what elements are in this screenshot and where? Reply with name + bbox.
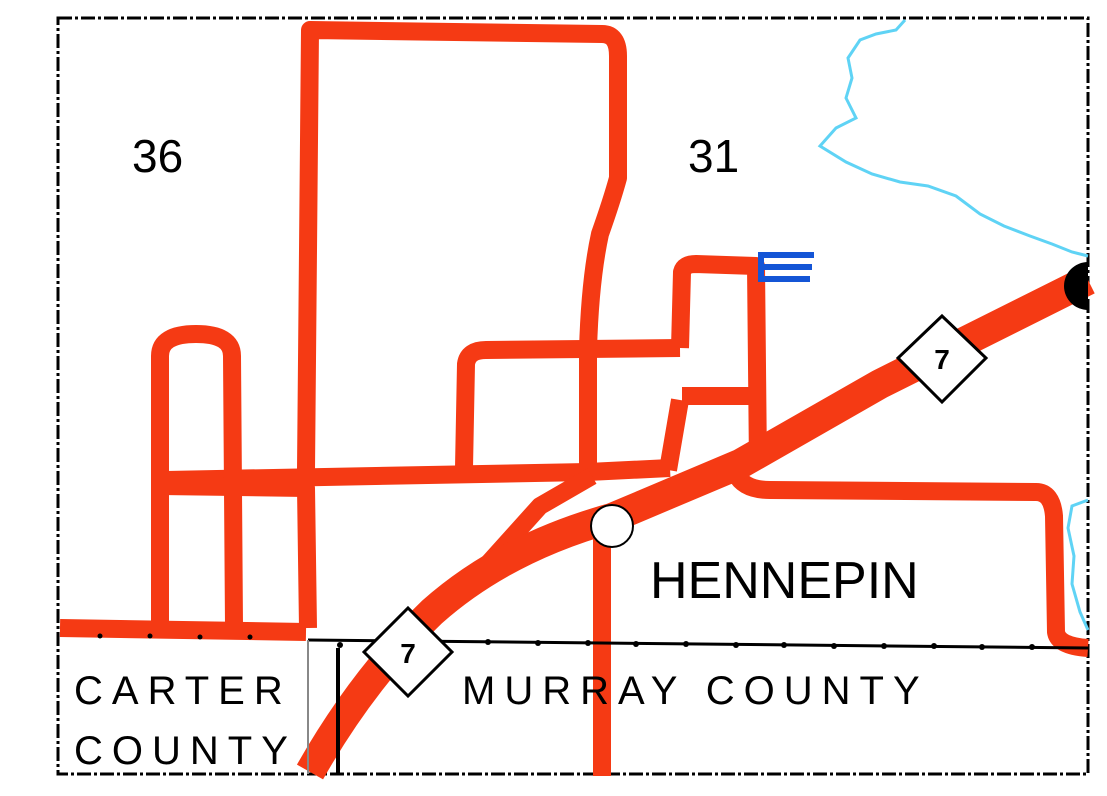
road-south-west: [59, 619, 307, 641]
murray-county-label: MURRAY COUNTY: [462, 669, 929, 713]
blue-flag-icon: [758, 252, 814, 282]
road-southeast: [727, 469, 1089, 657]
map-frame: [56, 16, 1090, 776]
route-7-shield-north-number: 7: [934, 344, 950, 375]
road-mid-loop: [455, 339, 681, 469]
highway-7: [296, 266, 1095, 780]
section-label-36: 36: [132, 130, 183, 182]
road-east-slant: [659, 398, 689, 472]
road-west-crossing: [159, 477, 317, 629]
route-7-shield-north[interactable]: 7: [895, 313, 989, 405]
route-7-shield-south[interactable]: 7: [361, 605, 455, 699]
black-dot-icon: [1064, 262, 1088, 310]
road-east-loop: [671, 255, 767, 467]
carter-county-label-line1: CARTER: [74, 669, 292, 713]
carter-county-label-line2: COUNTY: [74, 729, 297, 773]
road-west-loop: [151, 325, 243, 628]
section-label-31: 31: [688, 130, 739, 182]
route-7-shield-south-number: 7: [400, 638, 416, 669]
local-roads: [59, 21, 1089, 776]
river: [817, 18, 1090, 631]
road-north-loop: [297, 21, 627, 471]
town-label: HENNEPIN: [650, 552, 919, 610]
town-circle-icon: [590, 504, 634, 548]
